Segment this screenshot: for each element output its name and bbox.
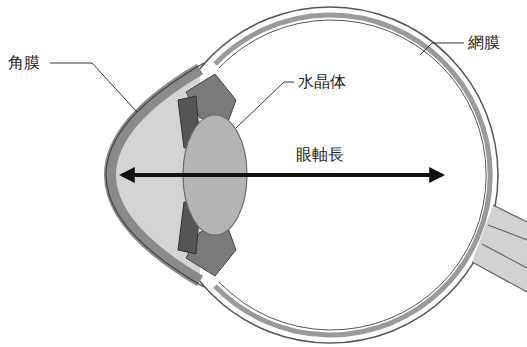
- leader-line: [420, 43, 464, 55]
- part-label: 角膜: [8, 53, 40, 72]
- axial-length-arrow: [122, 173, 442, 177]
- leader-line: [50, 63, 137, 112]
- dimension-label: 眼軸長: [294, 145, 346, 164]
- part-label: 水晶体: [298, 72, 346, 91]
- part-label: 網膜: [468, 33, 500, 52]
- leader-line: [236, 82, 294, 128]
